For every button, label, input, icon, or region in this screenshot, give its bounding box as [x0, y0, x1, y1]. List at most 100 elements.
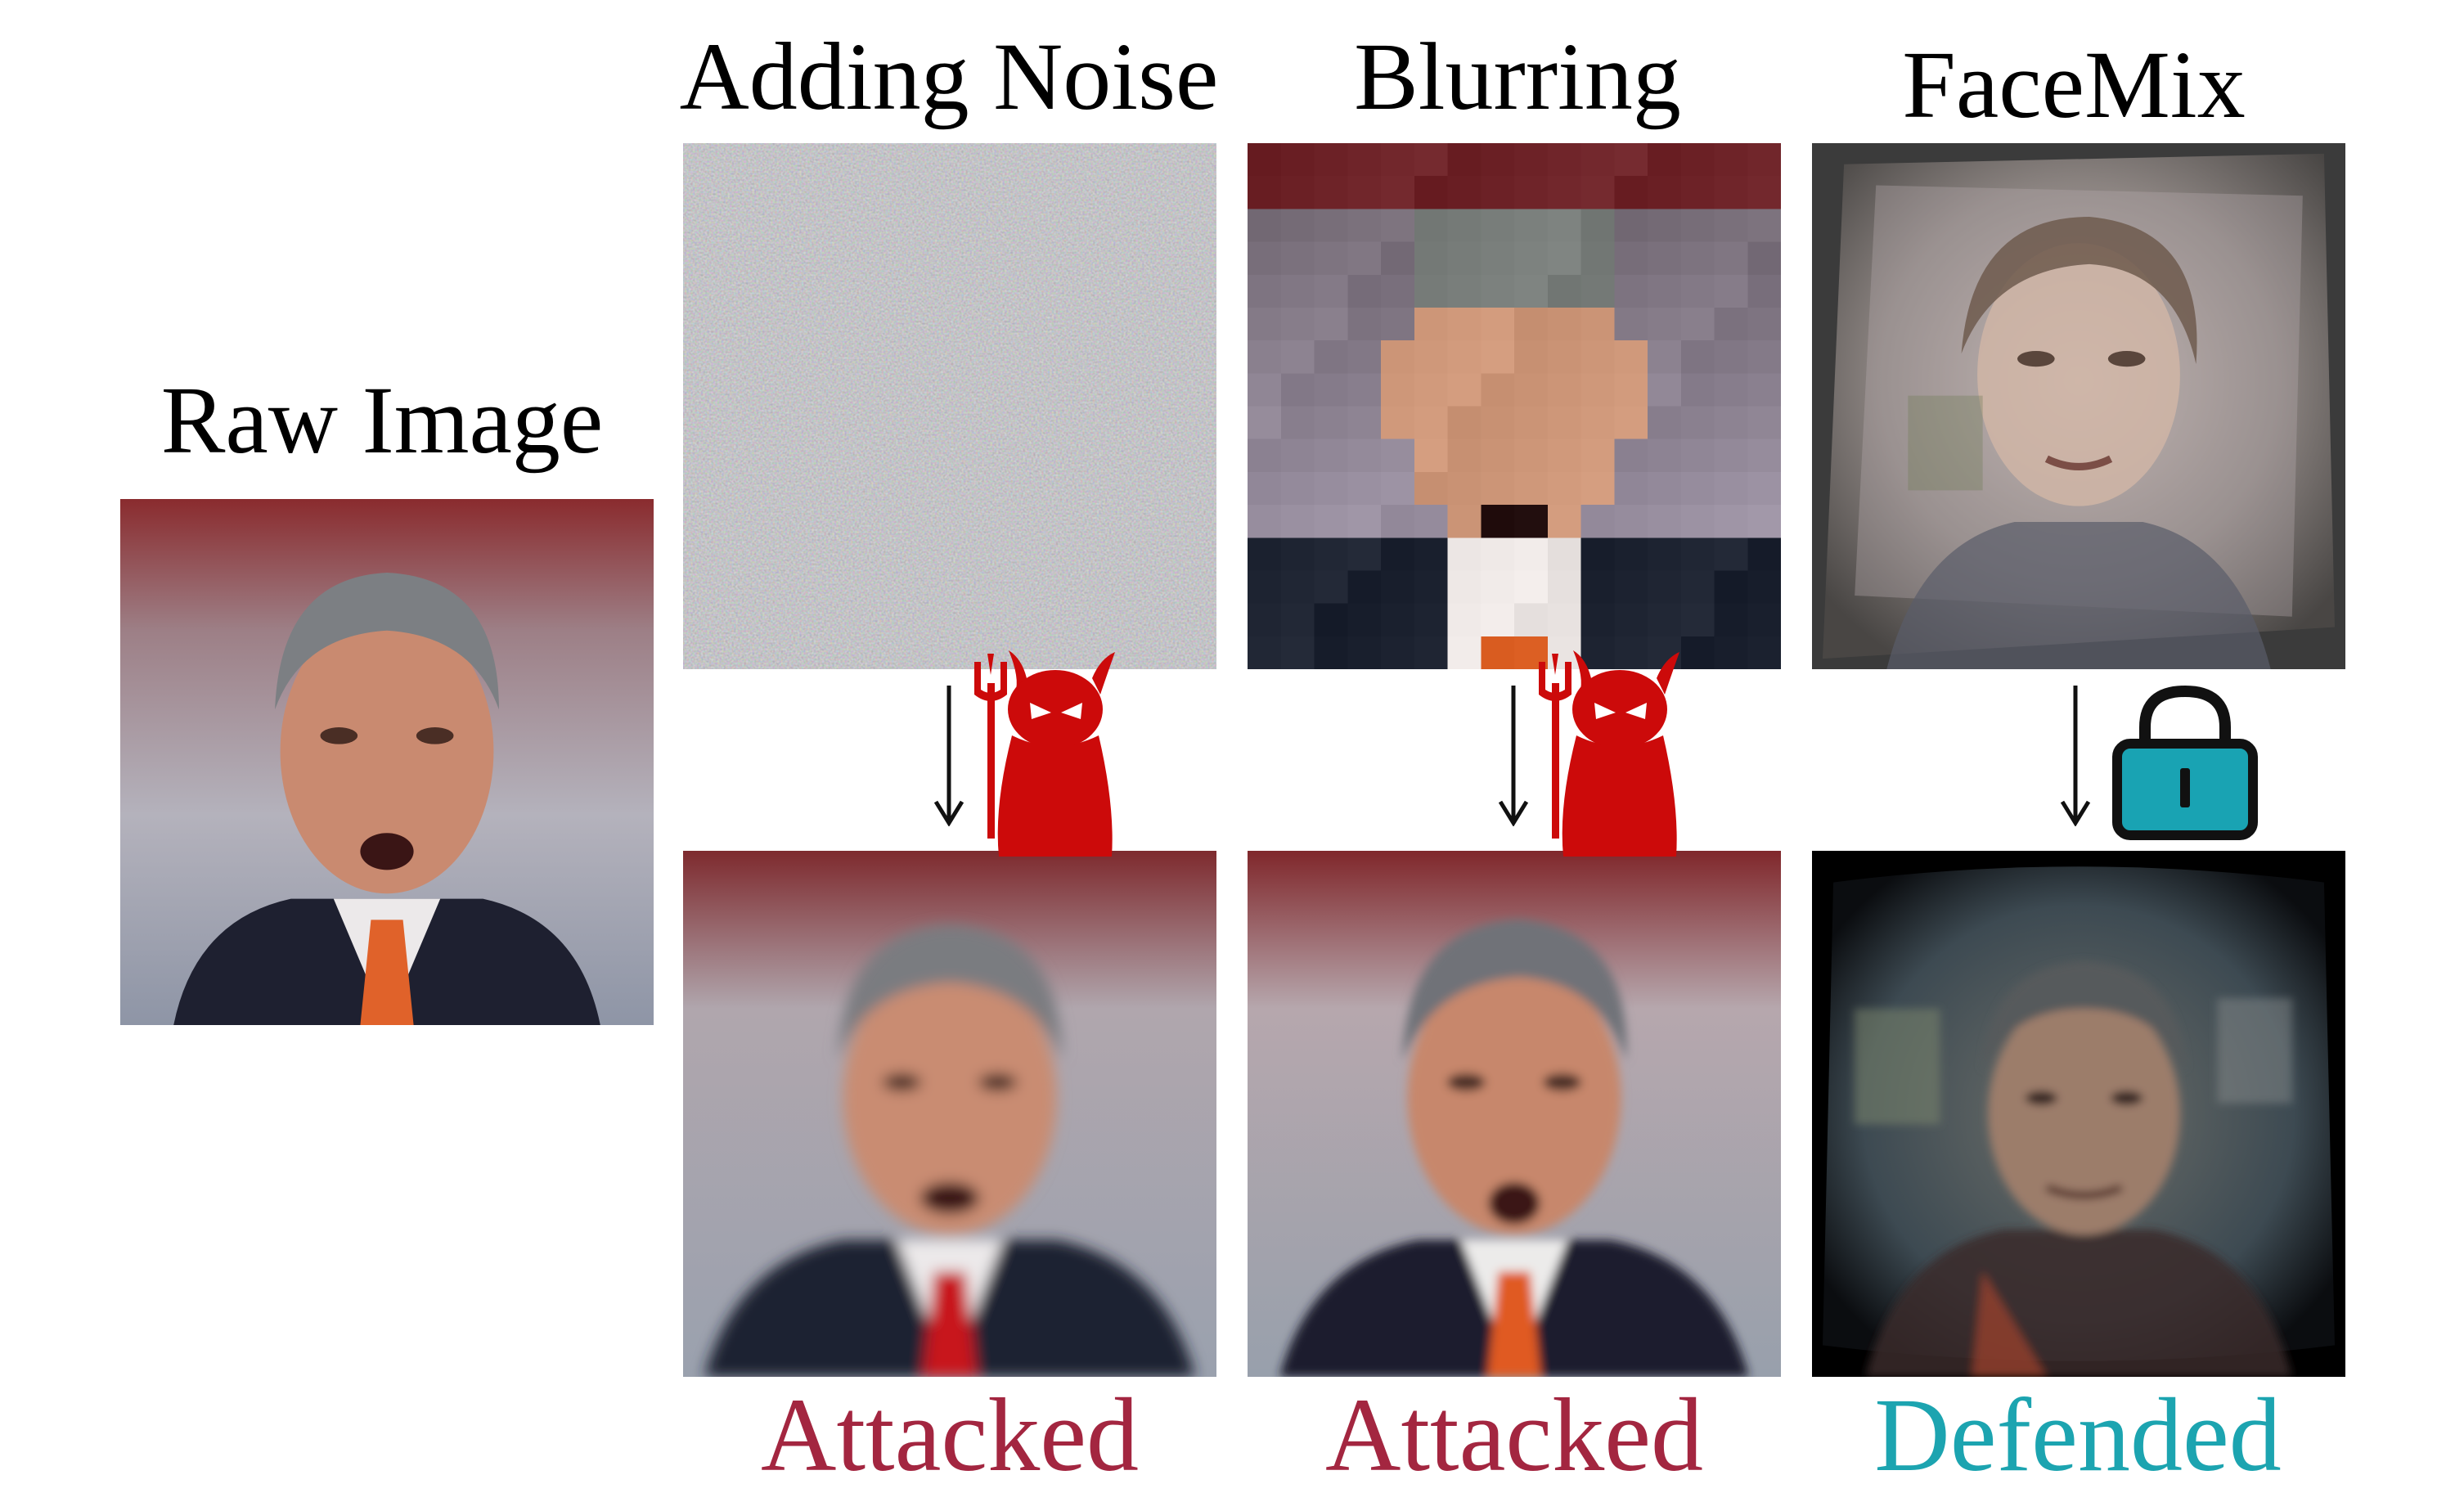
pixel-block	[1747, 143, 1781, 177]
pixel-block	[1714, 307, 1748, 341]
pixel-block	[1680, 274, 1715, 308]
pixel-block	[1347, 176, 1381, 209]
pixel-block	[1381, 143, 1414, 177]
pixel-block	[1680, 143, 1715, 177]
pixel-block	[1347, 307, 1381, 341]
pixel-block	[1714, 471, 1748, 506]
pixel-block	[1580, 636, 1615, 669]
pixel-block	[1747, 373, 1781, 407]
pixel-block	[1514, 340, 1548, 374]
pixel-block	[1714, 176, 1748, 209]
pixel-block	[1314, 471, 1348, 506]
pixel-block	[1314, 373, 1348, 407]
pixel-block	[1514, 438, 1548, 472]
pixel-block	[1648, 274, 1681, 308]
pixel-block	[1648, 143, 1681, 177]
pixel-block	[1514, 537, 1548, 571]
pixel-block	[1347, 505, 1381, 538]
pixel-block	[1614, 373, 1648, 407]
pixel-block	[1547, 537, 1581, 571]
pixel-block	[1347, 603, 1381, 636]
pixel-block	[1680, 209, 1715, 242]
pixel-block	[1347, 537, 1381, 571]
pixel-block	[1747, 241, 1781, 275]
pixel-block	[1547, 471, 1581, 506]
pixel-block	[1481, 438, 1514, 472]
pixel-block	[1447, 307, 1482, 341]
pixel-block	[1547, 340, 1581, 374]
pixel-block	[1447, 241, 1482, 275]
pixel-block	[1580, 471, 1615, 506]
pixel-block	[1280, 274, 1315, 308]
pixel-block	[1648, 570, 1681, 604]
pixel-block	[1547, 274, 1581, 308]
outcome-label-facemix: Defended	[1874, 1377, 2282, 1493]
pixel-block	[1648, 505, 1681, 538]
pixel-block	[1481, 636, 1514, 669]
pixel-block	[1481, 373, 1514, 407]
pixel-block	[1648, 406, 1681, 439]
pixel-block	[1747, 537, 1781, 571]
pixel-block	[1680, 176, 1715, 209]
pixel-block	[1481, 241, 1514, 275]
pixel-block	[1414, 636, 1448, 669]
arrow-down-icon	[2060, 686, 2091, 826]
pixel-block	[1381, 570, 1414, 604]
label-blurring: Blurring	[1354, 23, 1681, 130]
pixel-block	[1347, 406, 1381, 439]
pixel-block	[1414, 241, 1448, 275]
pixel-block	[1481, 143, 1514, 177]
pixel-block	[1248, 274, 1281, 308]
pixel-block	[1714, 406, 1748, 439]
pixel-block	[1314, 307, 1348, 341]
pixel-block	[1614, 307, 1648, 341]
pixel-block	[1481, 274, 1514, 308]
devil-icon	[974, 650, 1115, 857]
pixel-block	[1447, 209, 1482, 242]
pixel-block	[1714, 373, 1748, 407]
pixel-block	[1481, 176, 1514, 209]
pixel-block	[1614, 438, 1648, 472]
pixel-block	[1248, 373, 1281, 407]
pixel-block	[1381, 241, 1414, 275]
pixel-block	[1414, 505, 1448, 538]
pixel-block	[1648, 471, 1681, 506]
pixel-block	[1447, 636, 1482, 669]
pixel-block	[1447, 505, 1482, 538]
pixel-block	[1614, 340, 1648, 374]
pixel-block	[1747, 340, 1781, 374]
pixel-block	[1381, 307, 1414, 341]
pixel-block	[1280, 241, 1315, 275]
pixel-block	[1481, 603, 1514, 636]
pixel-block	[1347, 274, 1381, 308]
pixel-block	[1514, 406, 1548, 439]
reconstruction-from-blur	[1248, 851, 1781, 1377]
pixel-block	[1280, 438, 1315, 472]
pixel-block	[1248, 570, 1281, 604]
pixel-block	[1248, 603, 1281, 636]
pixel-block	[1747, 636, 1781, 669]
pixel-block	[1514, 176, 1548, 209]
pixel-block	[1280, 636, 1315, 669]
pixel-block	[1248, 340, 1281, 374]
pixel-block	[1447, 340, 1482, 374]
pixel-block	[1314, 176, 1348, 209]
pixel-block	[1381, 340, 1414, 374]
pixel-block	[1547, 176, 1581, 209]
pixel-block	[1547, 143, 1581, 177]
pixel-block	[1580, 406, 1615, 439]
pixel-block	[1248, 176, 1281, 209]
pixel-block	[1314, 570, 1348, 604]
pixel-block	[1747, 406, 1781, 439]
reconstruction-from-facemix	[1812, 851, 2345, 1377]
pixel-block	[1447, 274, 1482, 308]
pixel-block	[1580, 603, 1615, 636]
pixel-block	[1280, 373, 1315, 407]
pixelated-image	[1248, 143, 1781, 669]
pixel-block	[1381, 274, 1414, 308]
pixel-block	[1614, 274, 1648, 308]
label-adding-noise: Adding Noise	[679, 23, 1219, 130]
pixel-block	[1547, 505, 1581, 538]
pixel-block	[1714, 340, 1748, 374]
devil-icon	[1539, 650, 1679, 857]
